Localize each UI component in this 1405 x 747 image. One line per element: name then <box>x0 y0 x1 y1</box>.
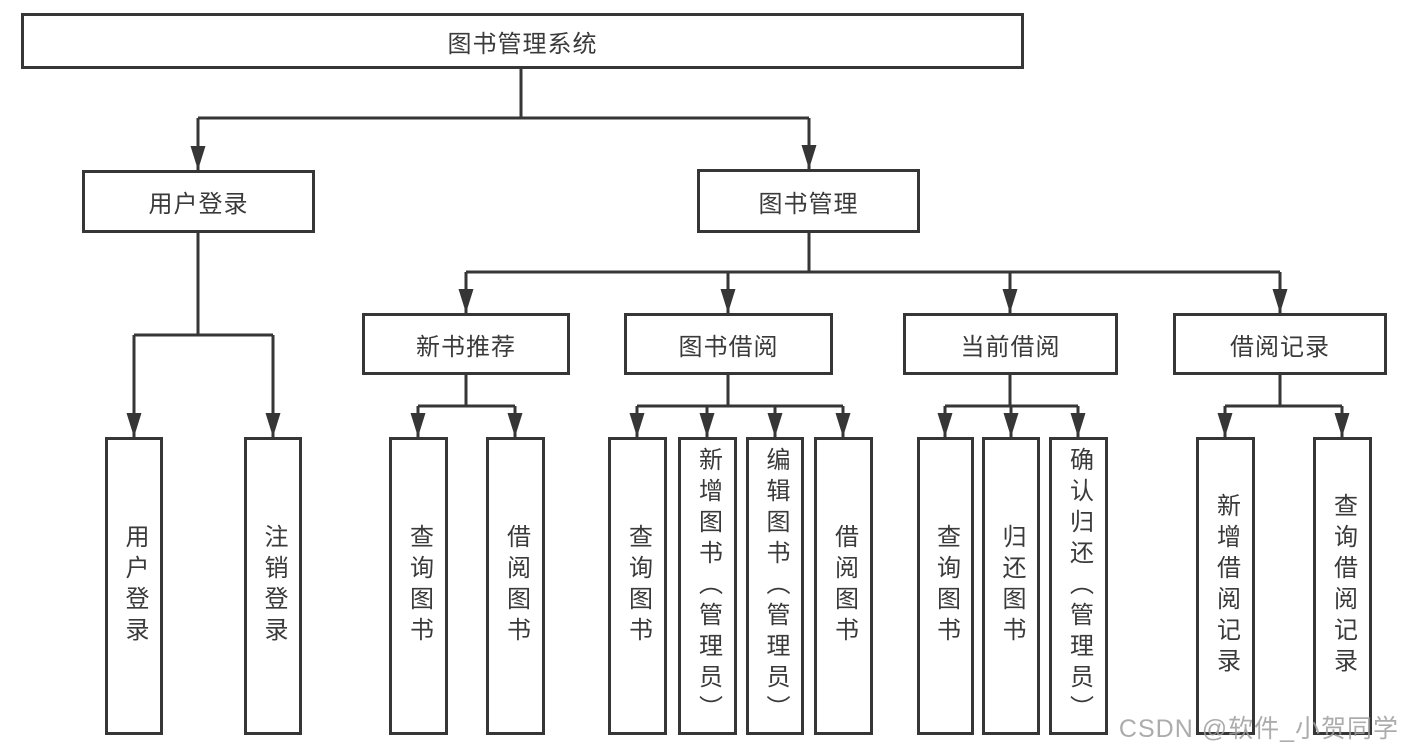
leaf-recommend-borrow-books: 借阅图书 <box>486 437 545 735</box>
leaf-current-confirm-return-admin: 确认归还（管理员） <box>1049 437 1108 735</box>
leaf-records-query-record: 查询借阅记录 <box>1313 437 1372 735</box>
node-borrowing-records: 借阅记录 <box>1173 313 1387 375</box>
leaf-user-login: 用户登录 <box>105 437 163 735</box>
leaf-borrowing-add-books-admin-label: 新增图书（管理员） <box>694 446 722 726</box>
leaf-recommend-borrow-books-label: 借阅图书 <box>502 524 530 648</box>
leaf-borrowing-edit-books-admin-label: 编辑图书（管理员） <box>762 446 789 726</box>
leaf-records-add-record-label: 新增借阅记录 <box>1212 493 1240 679</box>
leaf-records-add-record: 新增借阅记录 <box>1196 437 1255 735</box>
leaf-borrowing-query-books-label: 查询图书 <box>624 524 652 648</box>
leaf-borrowing-borrow-books-label: 借阅图书 <box>830 524 858 648</box>
leaf-user-login-label: 用户登录 <box>121 524 148 648</box>
node-book-borrowing: 图书借阅 <box>624 313 833 375</box>
leaf-borrowing-edit-books-admin: 编辑图书（管理员） <box>746 437 804 735</box>
node-current-borrowing: 当前借阅 <box>903 313 1118 375</box>
leaf-current-return-books: 归还图书 <box>982 437 1040 735</box>
leaf-records-query-record-label: 查询借阅记录 <box>1329 493 1357 679</box>
csdn-watermark: CSDN @软件_小贺同学 <box>1118 715 1399 743</box>
node-user-login: 用户登录 <box>82 170 315 233</box>
leaf-current-query-books: 查询图书 <box>917 437 974 735</box>
leaf-borrowing-borrow-books: 借阅图书 <box>814 437 873 735</box>
node-new-book-recommend: 新书推荐 <box>362 313 570 375</box>
leaf-current-confirm-return-admin-label: 确认归还（管理员） <box>1065 446 1093 726</box>
leaf-borrowing-query-books: 查询图书 <box>608 437 667 735</box>
leaf-current-query-books-label: 查询图书 <box>932 524 960 648</box>
node-book-management: 图书管理 <box>697 169 920 233</box>
node-library-management-system: 图书管理系统 <box>21 13 1024 69</box>
leaf-recommend-query-books-label: 查询图书 <box>405 524 433 648</box>
leaf-logout: 注销登录 <box>244 437 302 735</box>
leaf-current-return-books-label: 归还图书 <box>998 524 1025 648</box>
leaf-logout-label: 注销登录 <box>260 524 287 648</box>
leaf-borrowing-add-books-admin: 新增图书（管理员） <box>678 437 737 735</box>
leaf-recommend-query-books: 查询图书 <box>389 437 448 735</box>
